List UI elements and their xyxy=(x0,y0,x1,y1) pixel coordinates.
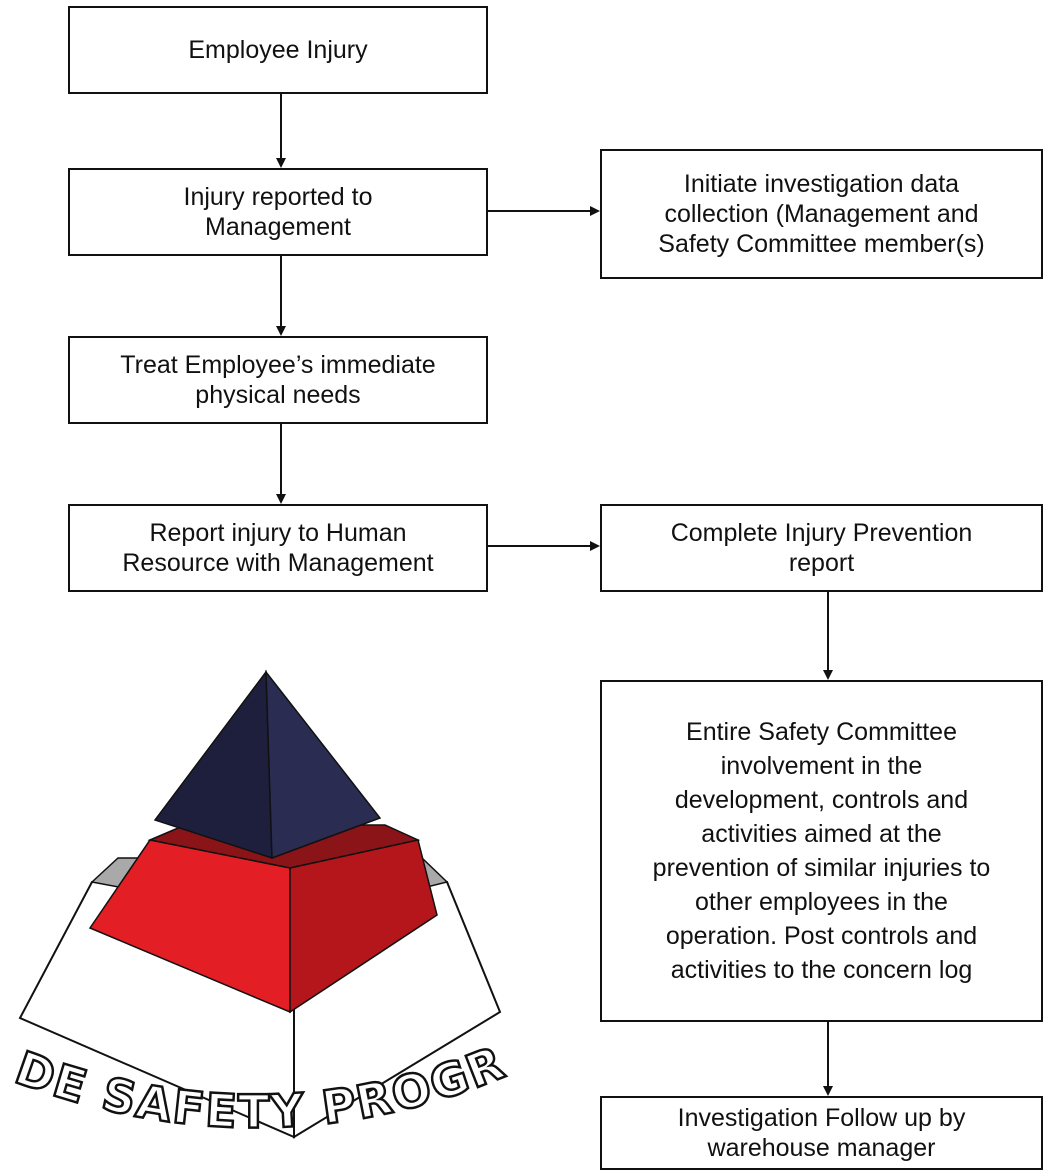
step-complete-report-label: Complete Injury Prevention report xyxy=(670,519,973,577)
logo-grey-band xyxy=(90,857,449,921)
step-employee-injury-label: Employee Injury xyxy=(188,36,368,64)
step-treat-employee-label: Treat Employee’s immediate physical need… xyxy=(120,351,436,409)
logo-red-top-face xyxy=(147,824,421,869)
step-treat-employee: Treat Employee’s immediate physical need… xyxy=(68,336,488,424)
step-follow-up: Investigation Follow up by warehouse man… xyxy=(600,1096,1043,1170)
step-committee-involvement-label: Entire Safety Committee involvement in t… xyxy=(652,718,991,984)
step-injury-reported-label: Injury reported to Management xyxy=(183,183,373,241)
step-follow-up-label: Investigation Follow up by warehouse man… xyxy=(677,1104,966,1162)
step-report-to-hr: Report injury to Human Resource with Man… xyxy=(68,504,488,592)
step-complete-report: Complete Injury Prevention report xyxy=(600,504,1043,592)
logo-navy-left-face xyxy=(153,669,273,860)
step-report-to-hr-label: Report injury to Human Resource with Man… xyxy=(122,519,434,577)
logo-red-left-face xyxy=(88,839,291,1014)
step-committee-involvement: Entire Safety Committee involvement in t… xyxy=(600,680,1043,1022)
step-initiate-investigation: Initiate investigation data collection (… xyxy=(600,149,1043,279)
logo-navy-right-face xyxy=(265,669,382,860)
step-employee-injury: Employee Injury xyxy=(68,6,488,94)
step-injury-reported: Injury reported to Management xyxy=(68,168,488,256)
logo-base-left-face xyxy=(18,881,295,1139)
logo-base-right-face xyxy=(293,881,502,1139)
step-initiate-investigation-label: Initiate investigation data collection (… xyxy=(658,170,985,258)
logo-red-right-face xyxy=(289,839,438,1014)
